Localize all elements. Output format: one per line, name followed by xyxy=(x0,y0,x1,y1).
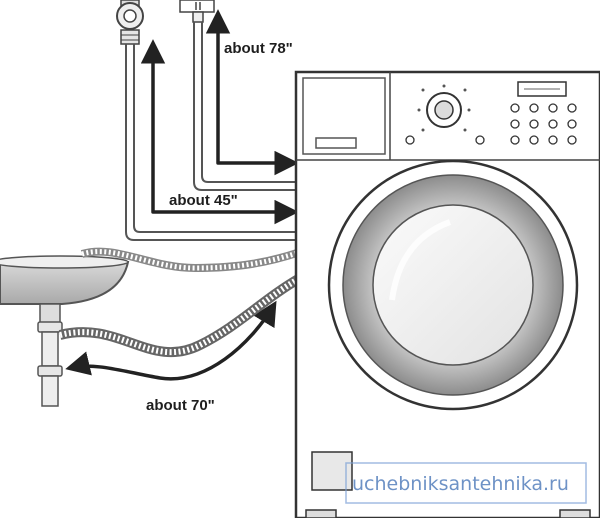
watermark: uchebniksantehnika.ru xyxy=(345,462,587,504)
watermark-text: uchebniksantehnika.ru xyxy=(352,473,569,495)
water-hose xyxy=(125,44,300,241)
water-hose-distance-arrow xyxy=(140,39,299,225)
sink-icon xyxy=(0,255,130,407)
power-distance-label: about 78" xyxy=(224,40,293,57)
washing-machine-icon xyxy=(294,70,600,518)
water-hose-distance-label: about 45" xyxy=(169,192,238,209)
power-distance-arrow xyxy=(205,9,299,176)
overflow-hose xyxy=(80,247,302,273)
drain-hose xyxy=(58,273,303,358)
drain-hose-distance-arrow xyxy=(65,300,277,381)
outlet-icon xyxy=(179,0,215,23)
water-tap-icon xyxy=(116,0,144,45)
drain-hose-distance-label: about 70" xyxy=(146,397,215,414)
